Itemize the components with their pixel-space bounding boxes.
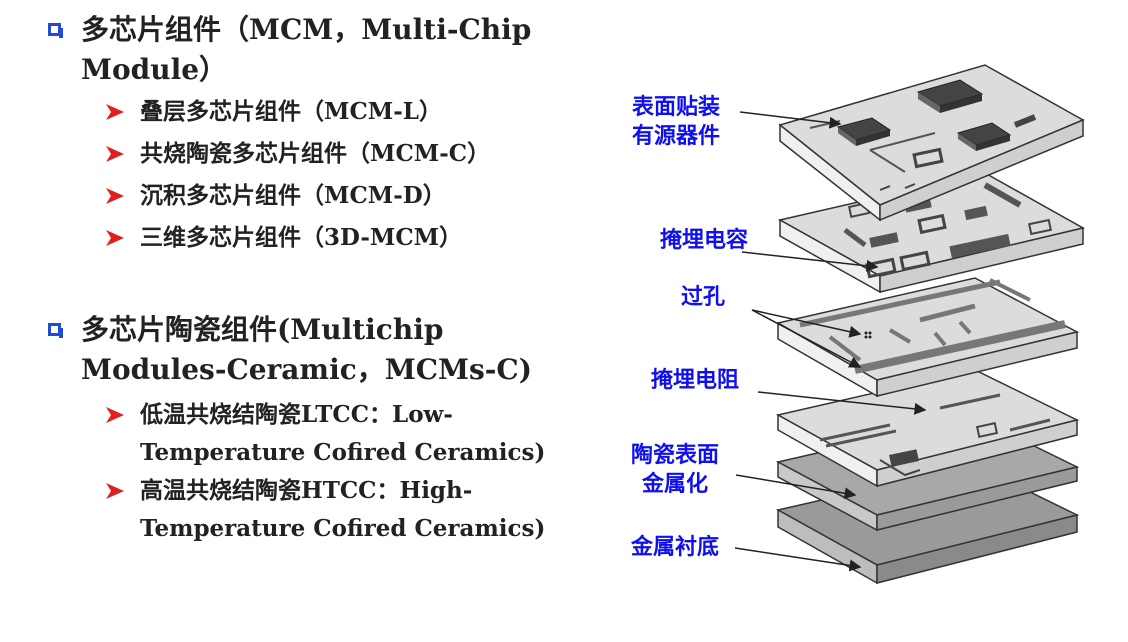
arrow-bullet-icon	[106, 483, 124, 499]
capacitor-layer	[777, 172, 1086, 294]
sub-bullet: 叠层多芯片组件（MCM-L）	[104, 93, 442, 131]
arrow-bullet-icon	[106, 230, 124, 246]
sub-bullet: 高温共烧结陶瓷HTCC：High- Temperature Cofired Ce…	[104, 472, 545, 548]
arrow-bullet-icon	[106, 146, 124, 162]
sub-bullet-text: 共烧陶瓷多芯片组件（MCM-C）	[140, 140, 491, 167]
bullet-text-line: Modules-Ceramic，MCMs-C)	[81, 353, 532, 386]
sub-bullet: 低温共烧结陶瓷LTCC：Low- Temperature Cofired Cer…	[104, 396, 545, 472]
label-metallization: 陶瓷表面 金属化	[631, 441, 719, 499]
arrow-bullet-icon	[106, 104, 124, 120]
arrow-bullet-icon	[106, 188, 124, 204]
sub-bullet-text: 低温共烧结陶瓷LTCC：Low-	[140, 401, 453, 428]
bullet-text-line: 多芯片陶瓷组件(Multichip	[81, 313, 444, 346]
callout-arrows	[734, 111, 927, 572]
label-smd: 表面贴装 有源器件	[632, 93, 720, 151]
smd-chip	[836, 117, 892, 146]
sub-bullet-text: 叠层多芯片组件（MCM-L）	[140, 98, 442, 125]
label-line: 陶瓷表面	[631, 443, 720, 468]
bullet-mcm-c: 多芯片陶瓷组件(Multichip Modules-Ceramic，MCMs-C…	[48, 310, 532, 390]
label-line: 有源器件	[632, 124, 721, 149]
bullet-mcm: 多芯片组件（MCM，Multi-Chip Module）	[48, 10, 531, 90]
sub-bullet-text: Temperature Cofired Ceramics)	[140, 515, 546, 542]
label-line: 表面贴装	[632, 95, 721, 120]
resistor-layer	[775, 369, 1080, 488]
smd-chip	[956, 122, 1012, 151]
label-resistor: 掩埋电阻	[651, 368, 740, 393]
bullet-text-line: 多芯片组件（MCM，Multi-Chip	[81, 13, 532, 46]
sub-bullet-text: 高温共烧结陶瓷HTCC：High-	[140, 477, 473, 504]
square-bullet-icon	[48, 323, 63, 338]
square-bullet-icon	[48, 23, 63, 38]
sub-bullet-text: 三维多芯片组件（3D-MCM）	[140, 224, 463, 251]
sub-bullet: 共烧陶瓷多芯片组件（MCM-C）	[104, 135, 490, 173]
bullet-text-line: Module）	[81, 53, 228, 86]
sub-bullet: 沉积多芯片组件（MCM-D）	[104, 177, 446, 215]
sub-bullet-text: 沉积多芯片组件（MCM-D）	[140, 182, 446, 209]
label-substrate: 金属衬底	[631, 535, 720, 560]
sub-bullet: 三维多芯片组件（3D-MCM）	[104, 219, 462, 257]
smd-chip	[916, 79, 984, 113]
label-line: 金属化	[642, 472, 709, 497]
sub-bullet-text: Temperature Cofired Ceramics)	[140, 439, 546, 466]
label-via: 过孔	[681, 285, 726, 310]
label-capacitor: 掩埋电容	[660, 228, 749, 253]
arrow-bullet-icon	[106, 407, 124, 423]
top-smd-layer	[778, 64, 1085, 222]
via-layer	[775, 277, 1080, 398]
